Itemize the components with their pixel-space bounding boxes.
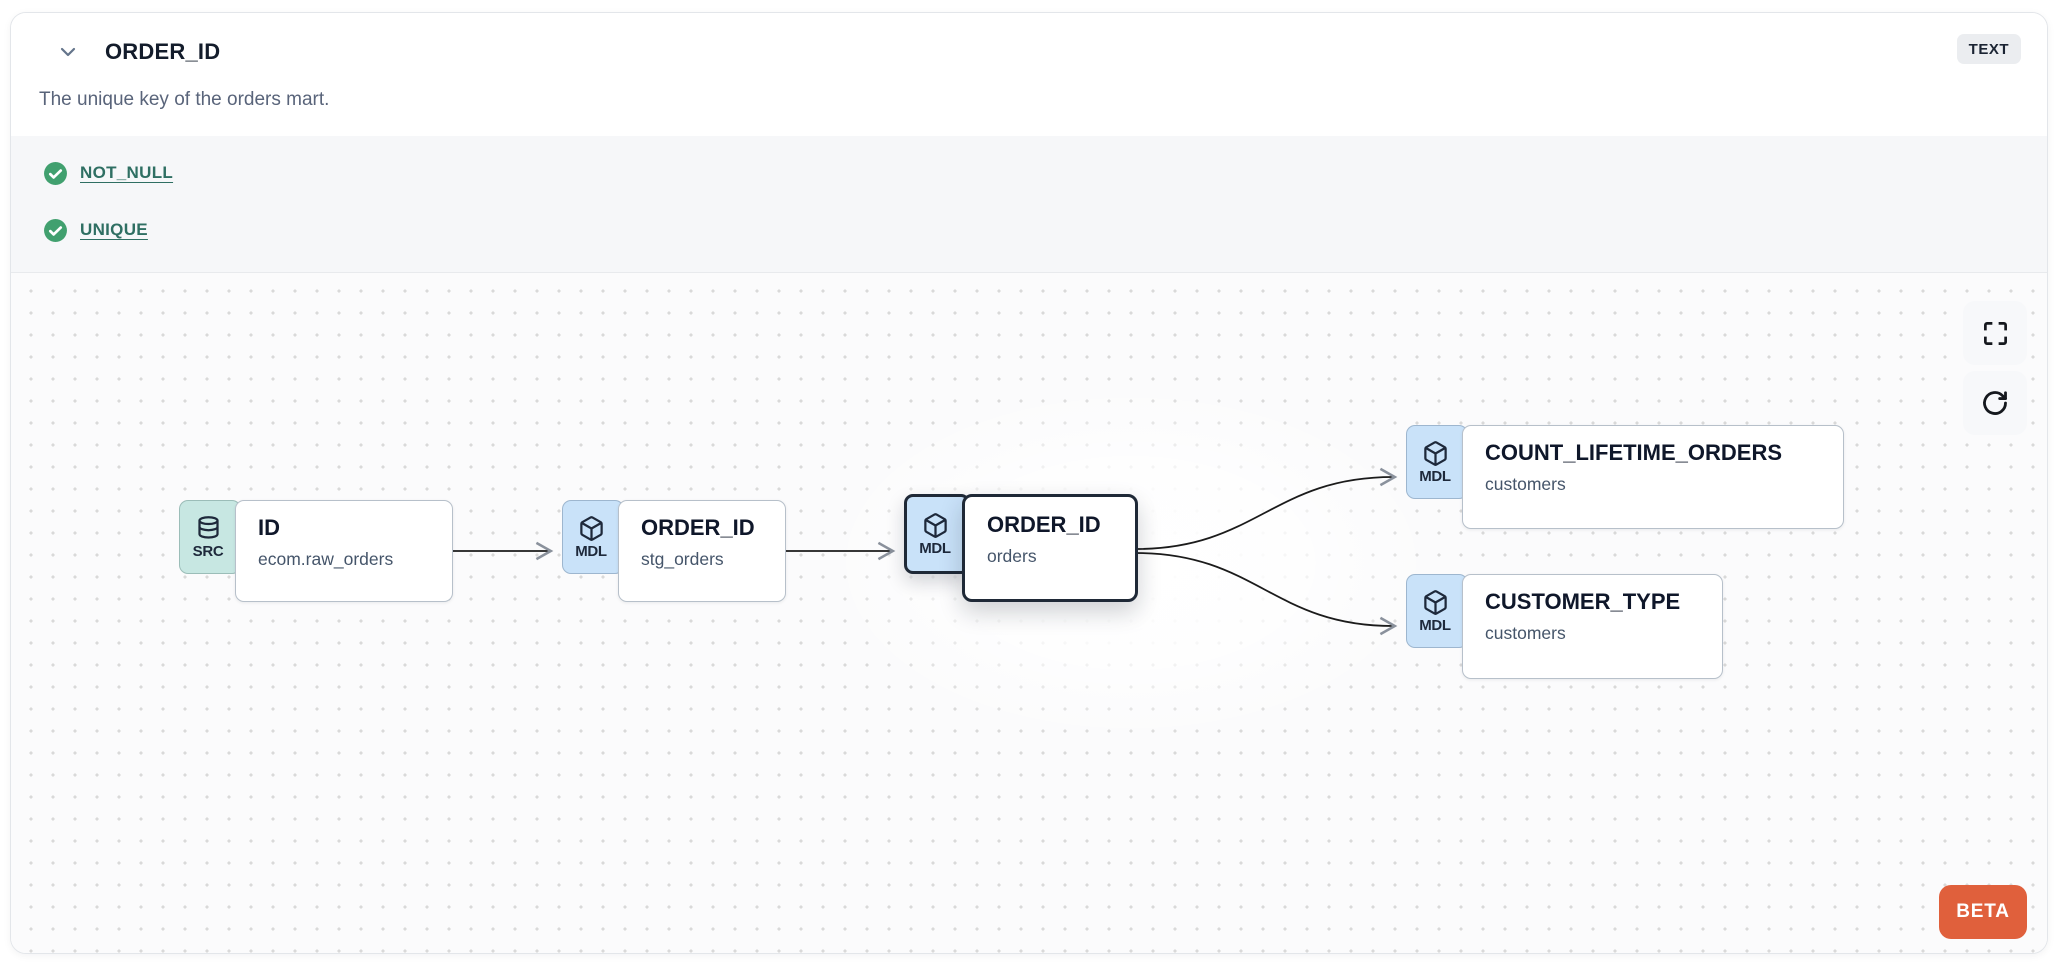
refresh-button[interactable]	[1963, 371, 2027, 435]
cube-icon	[578, 515, 605, 542]
chevron-down-icon	[56, 40, 80, 64]
node-badge: MDL	[1406, 574, 1468, 648]
node-title: ID	[258, 515, 280, 540]
node-card: ID ecom.raw_orders	[235, 500, 453, 602]
column-description: The unique key of the orders mart.	[39, 89, 330, 110]
page-title: ORDER_ID	[105, 39, 221, 64]
node-subtitle: stg_orders	[641, 549, 724, 569]
database-icon	[195, 515, 222, 542]
fullscreen-icon	[1982, 320, 2009, 347]
node-badge: MDL	[1406, 425, 1468, 499]
lineage-node-id-raw-orders[interactable]: SRC ID ecom.raw_orders	[179, 500, 453, 602]
beta-badge: BETA	[1939, 885, 2027, 939]
cube-icon	[1422, 589, 1449, 616]
node-badge-label: MDL	[1419, 467, 1451, 485]
lineage-node-count-lifetime-orders[interactable]: MDL COUNT_LIFETIME_ORDERS customers	[1406, 425, 1844, 529]
lineage-node-order-id-stg-orders[interactable]: MDL ORDER_ID stg_orders	[562, 500, 786, 602]
node-badge: SRC	[179, 500, 241, 574]
collapse-toggle[interactable]	[55, 39, 81, 65]
cube-icon	[1422, 440, 1449, 467]
node-badge-label: MDL	[919, 539, 951, 557]
check-circle-icon	[43, 161, 68, 186]
refresh-icon	[1981, 389, 2009, 417]
node-subtitle: orders	[987, 546, 1037, 566]
lineage-edges	[453, 467, 1398, 636]
type-badge: TEXT	[1956, 34, 2021, 64]
node-title: COUNT_LIFETIME_ORDERS	[1485, 440, 1783, 465]
node-subtitle: customers	[1485, 474, 1566, 494]
node-subtitle: ecom.raw_orders	[258, 549, 394, 569]
test-link-unique[interactable]: UNIQUE	[80, 220, 148, 239]
tests-section: NOT_NULL UNIQUE	[11, 136, 2047, 272]
node-badge: MDL	[904, 494, 970, 574]
check-circle-icon	[43, 218, 68, 243]
node-title: CUSTOMER_TYPE	[1485, 589, 1681, 614]
test-row: UNIQUE	[43, 217, 2047, 243]
node-title: ORDER_ID	[987, 512, 1101, 537]
node-card: COUNT_LIFETIME_ORDERS customers	[1462, 425, 1844, 529]
node-card: CUSTOMER_TYPE customers	[1462, 574, 1723, 679]
lineage-node-order-id-orders-selected[interactable]: MDL ORDER_ID orders	[904, 494, 1138, 602]
column-details-panel: ORDER_ID TEXT The unique key of the orde…	[10, 12, 2048, 954]
node-title: ORDER_ID	[641, 515, 755, 540]
node-badge: MDL	[562, 500, 624, 574]
fullscreen-button[interactable]	[1963, 301, 2027, 365]
cube-icon	[922, 512, 949, 539]
node-badge-label: MDL	[1419, 616, 1451, 634]
node-subtitle: customers	[1485, 623, 1566, 643]
test-row: NOT_NULL	[43, 160, 2047, 186]
node-card: ORDER_ID orders	[962, 494, 1138, 602]
panel-header: ORDER_ID TEXT The unique key of the orde…	[11, 13, 2047, 136]
node-badge-label: MDL	[575, 542, 607, 560]
lineage-canvas[interactable]: SRC ID ecom.raw_orders MDL ORDER_ID stg_…	[11, 272, 2047, 953]
node-badge-label: SRC	[192, 542, 224, 560]
node-card: ORDER_ID stg_orders	[618, 500, 786, 602]
test-link-not-null[interactable]: NOT_NULL	[80, 163, 174, 182]
lineage-node-customer-type[interactable]: MDL CUSTOMER_TYPE customers	[1406, 574, 1723, 679]
